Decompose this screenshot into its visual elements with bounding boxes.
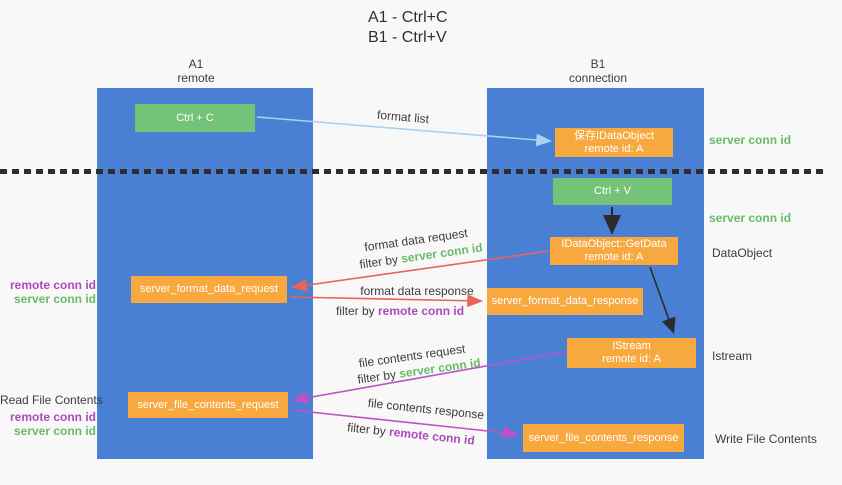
remote-conn-id-text: remote conn id (378, 304, 465, 318)
getdata-line1: IDataObject::GetData (561, 238, 667, 250)
write-file-contents-label: Write File Contents (715, 432, 817, 446)
dotted-separator-line (0, 169, 828, 174)
column-b1-name: B1 (590, 57, 606, 71)
left-server-conn-id-top: server conn id (13, 292, 96, 306)
file-contents-response-arrow (290, 409, 520, 440)
file-request-label: server_file_contents_request (137, 398, 279, 411)
right-server-conn-id-mid: server conn id (709, 211, 792, 225)
save-idataobject-box: 保存IDataObject remote id: A (555, 128, 673, 157)
istream-side-label: Istream (712, 349, 753, 363)
ctrl-c-label: Ctrl + C (176, 111, 214, 124)
getdata-line2: remote id: A (584, 251, 644, 263)
format-data-response-label: format data response (360, 284, 474, 298)
dataobject-side-label: DataObject (712, 246, 773, 260)
column-a1-name: A1 (188, 57, 204, 71)
column-a1-subtitle: remote (177, 71, 215, 85)
filter-by-text: filter by (335, 304, 375, 318)
file-contents-request-arrow (291, 351, 566, 405)
istream-box: IStream remote id: A (567, 338, 696, 368)
title-line-a1: A1 - Ctrl+C (368, 9, 448, 26)
ctrl-c-box: Ctrl + C (135, 104, 255, 132)
format-request-label: server_format_data_request (139, 283, 279, 295)
file-response-box: server_file_contents_response (523, 424, 684, 452)
format-data-request-arrow (290, 250, 550, 292)
left-server-conn-id-bottom: server conn id (13, 424, 96, 438)
save-idataobject-line1: 保存IDataObject (573, 129, 655, 142)
column-header-a1: A1 remote (136, 57, 256, 85)
file-request-box: server_file_contents_request (128, 392, 288, 418)
ctrl-v-label: Ctrl + V (594, 185, 631, 197)
getdata-to-istream-arrow (649, 266, 676, 335)
format-request-box: server_format_data_request (131, 276, 287, 303)
left-remote-conn-id-top: remote conn id (9, 278, 96, 292)
left-remote-conn-id-bottom: remote conn id (9, 410, 96, 424)
istream-line2: remote id: A (602, 353, 661, 365)
format-response-box: server_format_data_response (487, 288, 643, 315)
format-list-arrow (256, 116, 553, 147)
getdata-box: IDataObject::GetData remote id: A (550, 237, 678, 265)
title-line-b1: B1 - Ctrl+V (368, 29, 447, 46)
filter-label-format-response: filter by remote conn id (336, 304, 464, 318)
format-data-response-arrow (289, 294, 484, 308)
file-response-label: server_file_contents_response (528, 431, 679, 444)
diagram-title: A1 - Ctrl+C B1 - Ctrl+V (368, 8, 448, 48)
column-header-b1: B1 connection (538, 57, 658, 85)
istream-line1: IStream (612, 340, 651, 352)
ctrl-v-box: Ctrl + V (553, 178, 672, 205)
column-b1-subtitle: connection (568, 71, 628, 85)
save-idataobject-line2: remote id: A (584, 142, 644, 155)
read-file-contents-label: Read File Contents (0, 393, 103, 407)
right-server-conn-id-top: server conn id (709, 133, 792, 147)
format-response-label: server_format_data_response (491, 295, 639, 307)
